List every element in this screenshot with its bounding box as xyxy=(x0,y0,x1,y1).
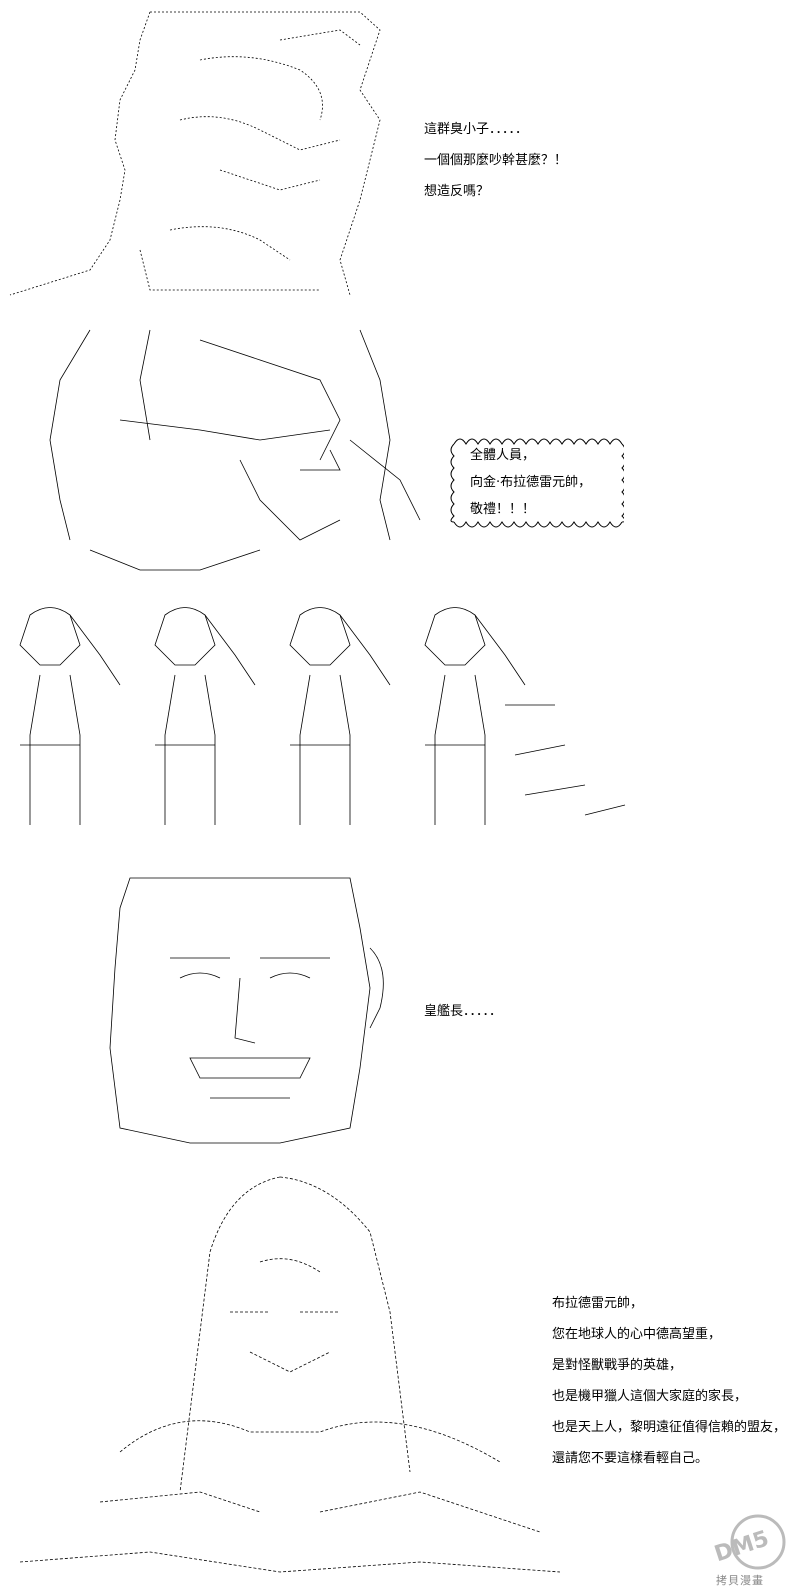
panel-1-dialog: 這群臭小子．．．．． 一個個那麼吵幹甚麼？！ 想造反嗎？ xyxy=(424,114,567,207)
dialog-line: 這群臭小子．．．．． xyxy=(424,122,529,137)
soldier-figure xyxy=(19,607,121,825)
soldier-figure xyxy=(154,607,256,825)
dialog-line: 想造反嗎？ xyxy=(424,184,490,199)
ascii-art-captain-face xyxy=(100,868,410,1158)
bubble-line: 向金·布拉德雷元帥， xyxy=(470,475,592,490)
site-watermark-logo: DM5 xyxy=(706,1508,792,1588)
ascii-art-four-soldiers xyxy=(0,595,660,845)
dialog-line: 布拉德雷元帥， xyxy=(552,1296,644,1311)
soldier-figure xyxy=(289,607,391,825)
dialog-line: 是對怪獸戰爭的英雄， xyxy=(552,1358,683,1373)
dialog-line: 您在地球人的心中德高望重， xyxy=(552,1327,722,1342)
watermark-caption: 拷貝漫畫 xyxy=(716,1574,764,1587)
dialog-line: 一個個那麼吵幹甚麼？！ xyxy=(424,153,568,168)
bubble-line: 全體人員， xyxy=(470,448,536,463)
soldier-figure xyxy=(424,607,626,825)
ascii-art-long-haired-character xyxy=(0,1172,560,1582)
dialog-line: 也是天上人，黎明遠征值得信賴的盟友， xyxy=(552,1420,787,1435)
bubble-line: 敬禮！！！ xyxy=(470,502,536,517)
ascii-art-commander-angry xyxy=(0,0,400,300)
dialog-line: 還請您不要這樣看輕自己。 xyxy=(552,1451,709,1466)
speech-bubble: 全體人員， 向金·布拉德雷元帥， 敬禮！！！ xyxy=(448,430,624,534)
panel-4-dialog: 皇艦長．．．．． xyxy=(424,996,502,1027)
dialog-line: 也是機甲獵人這個大家庭的家長， xyxy=(552,1389,748,1404)
ascii-art-officer-saluting xyxy=(0,320,430,580)
panel-5-dialog: 布拉德雷元帥， 您在地球人的心中德高望重， 是對怪獸戰爭的英雄， 也是機甲獵人這… xyxy=(552,1288,786,1474)
dialog-line: 皇艦長．．．．． xyxy=(424,1004,503,1019)
